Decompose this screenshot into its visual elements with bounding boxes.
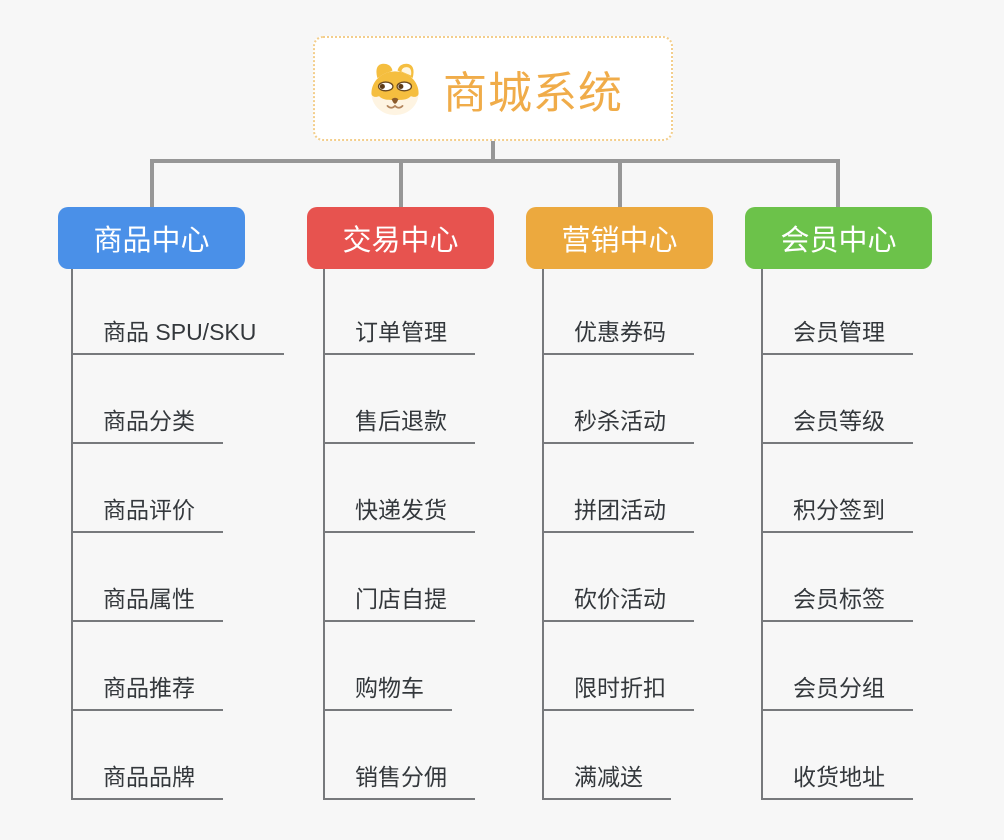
leaf-node[interactable]: 订单管理: [323, 310, 475, 355]
branch-label: 会员中心: [780, 225, 897, 257]
leaf-label: 商品评价: [103, 497, 195, 523]
leaf-label: 商品 SPU/SKU: [103, 319, 257, 345]
leaf-label: 砍价活动: [574, 586, 666, 612]
root-title: 商城系统: [443, 68, 623, 118]
leaf-label: 积分签到: [793, 497, 885, 523]
connector-root-stem: [491, 141, 495, 163]
leaf-label: 售后退款: [355, 408, 447, 434]
leaf-node[interactable]: 会员标签: [761, 577, 913, 622]
leaf-node[interactable]: 会员管理: [761, 310, 913, 355]
branch-label: 交易中心: [342, 225, 459, 257]
leaf-node[interactable]: 商品属性: [71, 577, 223, 622]
leaf-label: 会员分组: [793, 675, 885, 701]
leaf-node[interactable]: 商品分类: [71, 399, 223, 444]
branch-trunk: [323, 269, 325, 800]
leaf-label: 门店自提: [355, 586, 447, 612]
leaf-label: 商品分类: [103, 408, 195, 434]
leaf-label: 会员标签: [793, 586, 885, 612]
leaf-label: 限时折扣: [574, 675, 666, 701]
connector-drop: [836, 163, 840, 207]
leaf-node[interactable]: 购物车: [323, 666, 452, 711]
connector-drop: [150, 163, 154, 207]
connector-drop: [618, 163, 622, 207]
leaf-label: 秒杀活动: [574, 408, 666, 434]
connector-horizontal-bar: [150, 159, 840, 163]
leaf-label: 拼团活动: [574, 497, 666, 523]
shiba-dog-icon: [363, 60, 427, 118]
leaf-node[interactable]: 拼团活动: [542, 488, 694, 533]
leaf-node[interactable]: 快递发货: [323, 488, 475, 533]
leaf-node[interactable]: 售后退款: [323, 399, 475, 444]
branch-label: 商品中心: [93, 225, 210, 257]
leaf-label: 收货地址: [793, 764, 885, 790]
leaf-label: 会员管理: [793, 319, 885, 345]
branch-trunk: [71, 269, 73, 800]
branch-node-product-center[interactable]: 商品中心: [58, 207, 245, 269]
leaf-node[interactable]: 商品推荐: [71, 666, 223, 711]
leaf-label: 优惠券码: [574, 319, 666, 345]
leaf-label: 商品属性: [103, 586, 195, 612]
leaf-node[interactable]: 商品 SPU/SKU: [71, 310, 285, 355]
leaf-node[interactable]: 商品评价: [71, 488, 223, 533]
connector-drop: [399, 163, 403, 207]
leaf-node[interactable]: 积分签到: [761, 488, 913, 533]
leaf-node[interactable]: 门店自提: [323, 577, 475, 622]
leaf-label: 满减送: [574, 764, 643, 790]
leaf-node[interactable]: 限时折扣: [542, 666, 694, 711]
leaf-node[interactable]: 收货地址: [761, 755, 913, 800]
leaf-node[interactable]: 会员分组: [761, 666, 913, 711]
leaf-node[interactable]: 销售分佣: [323, 755, 475, 800]
branch-node-marketing-center[interactable]: 营销中心: [526, 207, 713, 269]
leaf-node[interactable]: 砍价活动: [542, 577, 694, 622]
leaf-node[interactable]: 会员等级: [761, 399, 913, 444]
branch-label: 营销中心: [561, 225, 678, 257]
branch-node-trade-center[interactable]: 交易中心: [307, 207, 494, 269]
branch-node-member-center[interactable]: 会员中心: [745, 207, 932, 269]
leaf-node[interactable]: 商品品牌: [71, 755, 223, 800]
leaf-label: 快递发货: [355, 497, 447, 523]
leaf-node[interactable]: 优惠券码: [542, 310, 694, 355]
branch-trunk: [761, 269, 763, 800]
leaf-label: 商品品牌: [103, 764, 195, 790]
leaf-node[interactable]: 秒杀活动: [542, 399, 694, 444]
leaf-label: 订单管理: [355, 319, 447, 345]
leaf-label: 商品推荐: [103, 675, 195, 701]
root-node[interactable]: 商城系统: [313, 36, 673, 141]
leaf-label: 销售分佣: [355, 764, 447, 790]
branch-trunk: [542, 269, 544, 800]
leaf-node[interactable]: 满减送: [542, 755, 671, 800]
leaf-label: 购物车: [355, 675, 424, 701]
leaf-label: 会员等级: [793, 408, 885, 434]
